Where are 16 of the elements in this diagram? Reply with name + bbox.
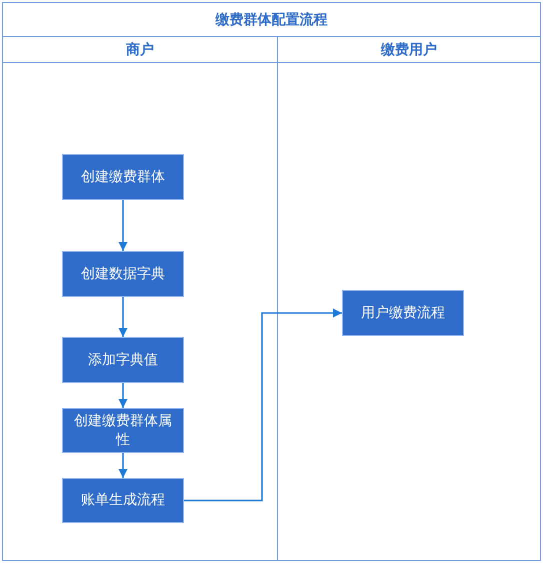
swimlane <box>2 36 278 561</box>
swimlane <box>277 36 541 561</box>
arrow <box>118 383 128 408</box>
arrow <box>184 308 342 502</box>
arrow <box>118 200 128 251</box>
lane-title: 商户 <box>126 40 154 58</box>
arrow <box>118 453 128 478</box>
diagram-title: 缴费群体配置流程 <box>2 2 541 37</box>
process-box: 用户缴费流程 <box>342 290 464 336</box>
process-box: 创建数据字典 <box>62 251 184 297</box>
process-box: 创建缴费群体 <box>62 154 184 200</box>
process-box: 添加字典值 <box>62 337 184 383</box>
process-box: 账单生成流程 <box>62 478 184 523</box>
lane-title: 缴费用户 <box>381 40 437 58</box>
arrow <box>118 297 128 337</box>
process-box: 创建缴费群体属性 <box>62 408 184 453</box>
